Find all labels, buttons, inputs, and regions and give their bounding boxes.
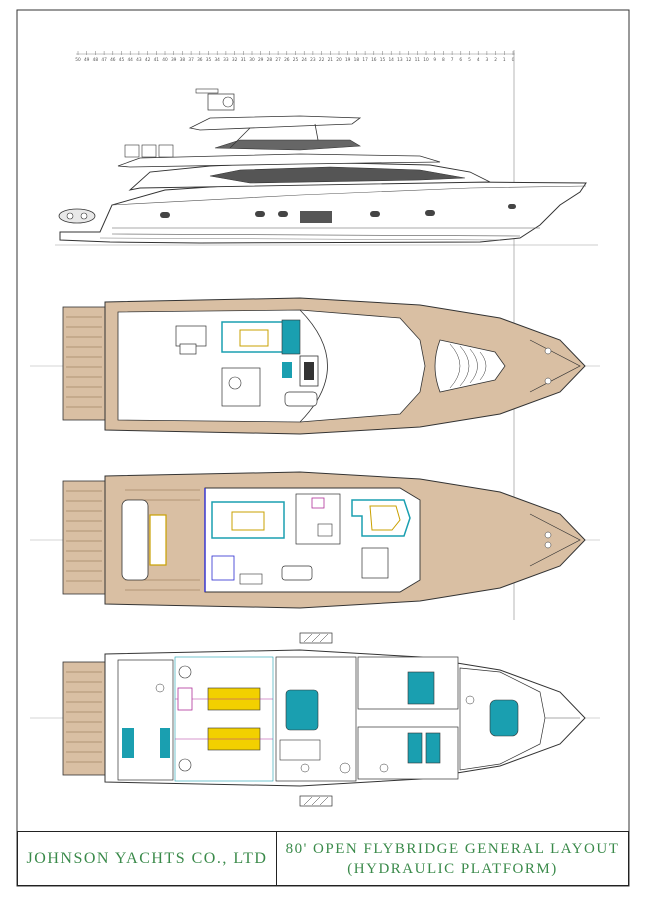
ruler-label: 22	[319, 57, 325, 63]
ruler-label: 26	[284, 57, 290, 63]
ruler-label: 0	[512, 57, 515, 63]
ruler-label: 2	[494, 57, 497, 63]
ruler-label: 23	[310, 57, 316, 63]
drawing-title-line1: 80' OPEN FLYBRIDGE GENERAL LAYOUT	[285, 840, 620, 857]
ruler-label: 33	[223, 57, 229, 63]
hull-window	[300, 211, 332, 223]
drawing-title: 80' OPEN FLYBRIDGE GENERAL LAYOUT (HYDRA…	[277, 832, 628, 885]
flybridge-deck	[117, 153, 441, 168]
ruler-label: 20	[336, 57, 342, 63]
ruler-label: 44	[127, 57, 133, 63]
ruler-label: 39	[171, 57, 177, 63]
main-deck-plan-view	[30, 471, 600, 609]
ruler-label: 3	[486, 57, 489, 63]
windows-band	[209, 166, 466, 184]
foredeck-sunpad	[434, 339, 506, 393]
side-profile-view	[55, 88, 598, 246]
porthole	[425, 210, 435, 216]
porthole	[278, 211, 288, 217]
fly-settee	[221, 321, 293, 353]
ruler-label: 36	[197, 57, 203, 63]
ruler-label: 40	[162, 57, 168, 63]
main-swim-platform	[62, 480, 106, 595]
ruler-label: 5	[468, 57, 471, 63]
drawing-title-line2: (HYDRAULIC PLATFORM)	[347, 860, 558, 877]
ruler-label: 4	[477, 57, 480, 63]
crew-cabin	[117, 659, 174, 781]
ruler-label: 13	[397, 57, 403, 63]
ruler-label: 41	[154, 57, 160, 63]
ruler-label: 28	[267, 57, 273, 63]
ruler-label: 27	[275, 57, 281, 63]
ruler-label: 34	[214, 57, 220, 63]
ruler-label: 50	[75, 57, 81, 63]
ruler-label: 12	[406, 57, 412, 63]
ruler-label: 30	[249, 57, 255, 63]
tender	[58, 208, 96, 224]
title-block: JOHNSON YACHTS CO., LTD 80' OPEN FLYBRID…	[17, 831, 629, 886]
ruler-label: 15	[380, 57, 386, 63]
ruler-label: 47	[101, 57, 107, 63]
lower-swim-platform	[62, 661, 106, 776]
ruler-label: 9	[433, 57, 436, 63]
fly-table	[175, 325, 207, 347]
porthole	[508, 204, 516, 209]
flybridge-plan-view	[30, 297, 600, 435]
ruler-label: 49	[84, 57, 90, 63]
guest-bed-stbd	[407, 732, 423, 764]
bbq-unit	[221, 367, 261, 407]
ruler-label: 6	[459, 57, 462, 63]
ruler-label: 45	[119, 57, 125, 63]
ruler-label: 37	[188, 57, 194, 63]
ruler-label: 16	[371, 57, 377, 63]
ruler-label: 1	[503, 57, 506, 63]
ruler-label: 43	[136, 57, 142, 63]
forward-bed	[489, 699, 519, 737]
ruler-label: 11	[415, 57, 421, 63]
porthole	[255, 211, 265, 217]
ruler-label: 46	[110, 57, 116, 63]
ruler-label: 38	[180, 57, 186, 63]
ruler-label: 17	[362, 57, 368, 63]
ruler-label: 42	[145, 57, 151, 63]
ruler-label: 25	[293, 57, 299, 63]
ruler-label: 10	[423, 57, 429, 63]
vip-bed	[285, 689, 319, 731]
lower-deck-plan-view	[30, 632, 600, 807]
ruler-label: 7	[451, 57, 454, 63]
ruler-label: 24	[301, 57, 307, 63]
helm-station	[361, 547, 389, 579]
porthole	[160, 212, 170, 218]
swim-platform	[62, 306, 106, 421]
aft-cockpit-sofa	[121, 499, 149, 581]
ruler-label: 48	[93, 57, 99, 63]
sheet-border	[16, 9, 630, 887]
porthole	[370, 211, 380, 217]
guest-bed-port	[407, 671, 435, 705]
ruler-label: 29	[258, 57, 264, 63]
company-name: JOHNSON YACHTS CO., LTD	[18, 832, 277, 885]
hardtop	[188, 115, 362, 131]
ruler-label: 18	[354, 57, 360, 63]
ruler-label: 19	[345, 57, 351, 63]
ruler-label: 14	[388, 57, 394, 63]
engine-room	[174, 656, 274, 782]
ruler-label: 32	[232, 57, 238, 63]
ruler-label: 31	[241, 57, 247, 63]
ruler-label: 21	[328, 57, 334, 63]
ruler-label: 8	[442, 57, 445, 63]
ruler-label: 35	[206, 57, 212, 63]
